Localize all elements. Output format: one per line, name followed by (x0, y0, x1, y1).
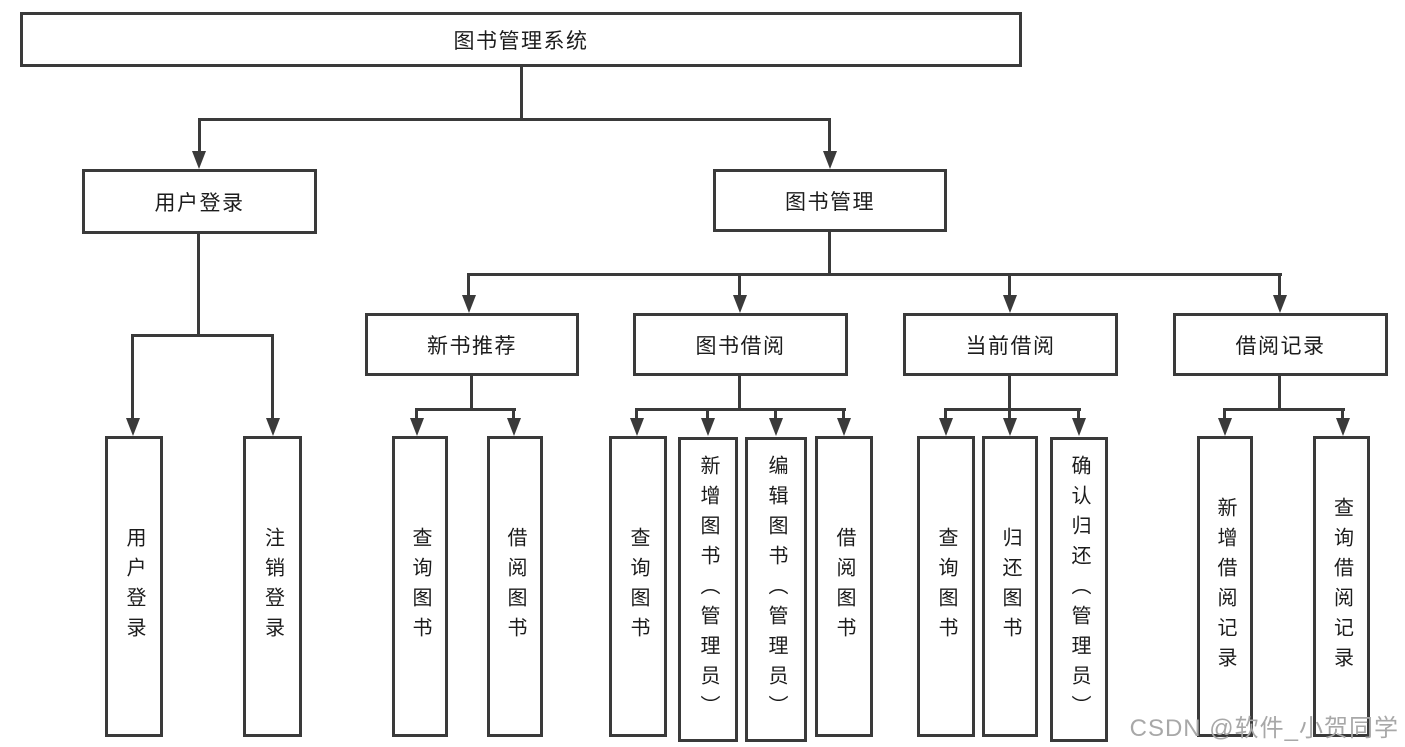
arrowhead-down-icon (769, 418, 783, 436)
leaf-confirm-return-admin: 确认归还（管理员） (1050, 437, 1108, 742)
leaf-add-borrow-record: 新增借阅记录 (1197, 436, 1253, 737)
connector-borrow-drop-2 (706, 408, 709, 420)
node-root: 图书管理系统 (20, 12, 1022, 67)
connector-bookmgmt-drop-4 (1278, 273, 1281, 297)
arrowhead-down-icon (1003, 295, 1017, 313)
connector-bookmgmt-bar (467, 273, 1282, 276)
connector-current-bar (944, 408, 1081, 411)
connector-userlogin-drop-2 (271, 334, 274, 420)
connector-userlogin-bar (131, 334, 274, 337)
connector-records-drop-2 (1341, 408, 1344, 420)
arrowhead-down-icon (126, 418, 140, 436)
connector-borrow-bar (635, 408, 846, 411)
connector-bookmgmt-drop-1 (467, 273, 470, 297)
leaf-user-login-label: 用户登录 (123, 526, 145, 647)
connector-userlogin-stem (197, 234, 200, 334)
arrowhead-down-icon (1003, 418, 1017, 436)
node-book-borrow-label: 图书借阅 (695, 334, 786, 358)
leaf-return-book-label: 归还图书 (999, 526, 1021, 647)
arrowhead-down-icon (837, 418, 851, 436)
leaf-user-login: 用户登录 (105, 436, 163, 737)
connector-borrow-drop-1 (635, 408, 638, 420)
connector-userlogin-drop-1 (131, 334, 134, 420)
arrowhead-down-icon (1336, 418, 1350, 436)
leaf-logout: 注销登录 (243, 436, 302, 737)
csdn-watermark: CSDN @软件_小贺同学 (1129, 715, 1399, 742)
leaf-query-books-current-label: 查询图书 (935, 526, 957, 647)
node-new-book-recommend-label: 新书推荐 (427, 334, 517, 358)
arrowhead-down-icon (701, 418, 715, 436)
node-book-borrow: 图书借阅 (633, 313, 848, 376)
leaf-add-book-admin: 新增图书（管理员） (678, 437, 738, 742)
connector-root-drop-right (828, 118, 831, 153)
connector-records-bar (1223, 408, 1345, 411)
arrowhead-down-icon (1273, 295, 1287, 313)
leaf-edit-book-admin: 编辑图书（管理员） (745, 437, 807, 742)
node-book-management-label: 图书管理 (785, 190, 875, 214)
node-user-login: 用户登录 (82, 169, 317, 234)
leaf-query-borrow-record-label: 查询借阅记录 (1330, 496, 1353, 677)
leaf-add-book-admin-label: 新增图书（管理员） (697, 454, 719, 725)
node-current-borrow: 当前借阅 (903, 313, 1118, 376)
arrowhead-down-icon (823, 151, 837, 169)
leaf-query-books-borrow-label: 查询图书 (627, 526, 649, 647)
node-borrow-records: 借阅记录 (1173, 313, 1388, 376)
leaf-logout-label: 注销登录 (261, 526, 284, 647)
connector-recommend-stem (470, 376, 473, 408)
arrowhead-down-icon (1072, 418, 1086, 436)
connector-borrow-drop-4 (842, 408, 845, 420)
connector-bookmgmt-stem (828, 232, 831, 273)
arrowhead-down-icon (266, 418, 280, 436)
connector-current-drop-1 (944, 408, 947, 420)
connector-root-stem (520, 67, 523, 118)
leaf-query-books-recommend-label: 查询图书 (409, 526, 431, 647)
arrowhead-down-icon (630, 418, 644, 436)
leaf-query-borrow-record: 查询借阅记录 (1313, 436, 1370, 737)
leaf-borrow-books-recommend: 借阅图书 (487, 436, 543, 737)
arrowhead-down-icon (939, 418, 953, 436)
node-root-label: 图书管理系统 (453, 29, 589, 53)
leaf-query-books-recommend: 查询图书 (392, 436, 448, 737)
node-new-book-recommend: 新书推荐 (365, 313, 579, 376)
arrowhead-down-icon (410, 418, 424, 436)
leaf-confirm-return-admin-label: 确认归还（管理员） (1068, 454, 1090, 725)
leaf-add-borrow-record-label: 新增借阅记录 (1214, 496, 1236, 677)
arrowhead-down-icon (733, 295, 747, 313)
arrowhead-down-icon (192, 151, 206, 169)
connector-recommend-drop-1 (415, 408, 418, 420)
node-borrow-records-label: 借阅记录 (1235, 334, 1326, 358)
node-current-borrow-label: 当前借阅 (965, 334, 1056, 358)
leaf-return-book: 归还图书 (982, 436, 1038, 737)
connector-borrow-drop-3 (774, 408, 777, 420)
leaf-query-books-current: 查询图书 (917, 436, 975, 737)
connector-bookmgmt-drop-2 (738, 273, 741, 297)
arrowhead-down-icon (1218, 418, 1232, 436)
connector-current-drop-2 (1008, 408, 1011, 420)
arrowhead-down-icon (462, 295, 476, 313)
arrowhead-down-icon (507, 418, 521, 436)
node-user-login-label: 用户登录 (154, 191, 245, 215)
connector-current-drop-3 (1077, 408, 1080, 420)
leaf-borrow-books-borrow-label: 借阅图书 (833, 526, 855, 647)
node-book-management: 图书管理 (713, 169, 947, 232)
connector-root-drop-left (198, 118, 201, 153)
leaf-borrow-books-borrow: 借阅图书 (815, 436, 873, 737)
connector-bookmgmt-drop-3 (1008, 273, 1011, 297)
connector-borrow-stem (738, 376, 741, 408)
connector-current-stem (1008, 376, 1011, 408)
connector-recommend-bar (415, 408, 516, 411)
connector-records-stem (1278, 376, 1281, 408)
connector-recommend-drop-2 (512, 408, 515, 420)
leaf-borrow-books-recommend-label: 借阅图书 (504, 526, 526, 647)
leaf-query-books-borrow: 查询图书 (609, 436, 667, 737)
connector-records-drop-1 (1223, 408, 1226, 420)
leaf-edit-book-admin-label: 编辑图书（管理员） (765, 454, 787, 725)
connector-root-bar (198, 118, 831, 121)
